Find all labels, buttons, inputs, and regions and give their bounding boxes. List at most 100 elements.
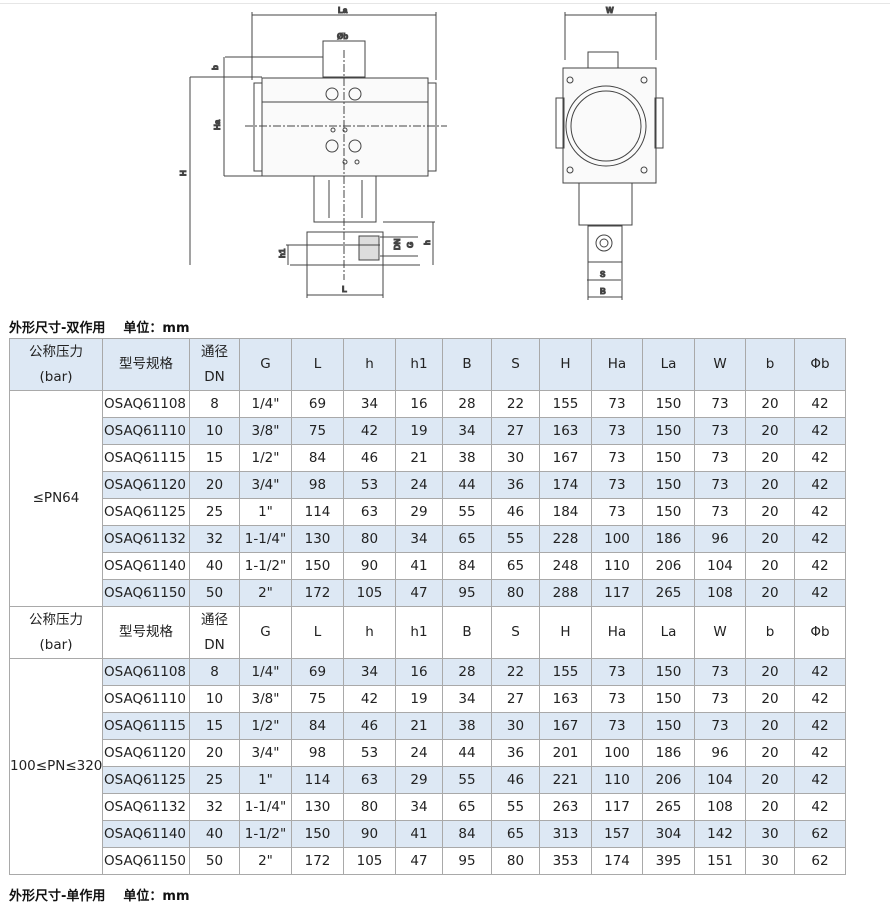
table-cell: 42 [794,793,846,821]
label-S: S [600,270,606,279]
table-cell: 90 [343,820,396,848]
table-cell: 73 [591,658,643,686]
header-pressure-unit: (bar) [39,368,73,385]
table-cell: 174 [539,471,592,499]
model-cell: OSAQ61132 [102,525,190,553]
model-cell: OSAQ61125 [102,498,190,526]
table-cell: 108 [694,793,746,821]
table-cell: 73 [694,712,746,740]
table-cell: 62 [794,847,846,875]
table-cell: 55 [442,498,492,526]
table-cell: 73 [591,390,643,418]
table-cell: 25 [189,766,240,794]
table-cell: 20 [745,552,795,580]
table-cell: 73 [591,444,643,472]
table-cell: 20 [745,739,795,767]
table-cell: 265 [642,579,695,607]
table-cell: 3/4" [239,739,292,767]
table-cell: 41 [395,552,443,580]
table-cell: 150 [642,685,695,713]
table-cell: 80 [343,793,396,821]
table-cell: 55 [442,766,492,794]
table-cell: 95 [442,579,492,607]
model-cell: OSAQ61125 [102,766,190,794]
table-cell: 167 [539,444,592,472]
table-cell: 19 [395,417,443,445]
table-cell: 73 [694,498,746,526]
table-cell: 42 [794,579,846,607]
label-B: B [600,287,606,296]
header-dn-label: 通径 [201,611,228,628]
header-h: h [343,606,396,659]
table-cell: 98 [291,471,344,499]
header-dn-label: 通径 [201,343,228,360]
table-cell: 69 [291,658,344,686]
table-cell: 1-1/4" [239,525,292,553]
table-cell: 42 [794,525,846,553]
table-cell: 73 [694,417,746,445]
model-cell: OSAQ61140 [102,552,190,580]
table-cell: 65 [491,820,540,848]
table-cell: 30 [745,820,795,848]
table-cell: 288 [539,579,592,607]
label-G: G [406,242,415,248]
table-cell: 75 [291,685,344,713]
table-cell: 55 [491,793,540,821]
table-cell: 2" [239,847,292,875]
valve-dimension-drawing: La Øb b Ha H h G DN h1 L W [179,6,664,300]
table-cell: 155 [539,390,592,418]
table-cell: 304 [642,820,695,848]
table-cell: 15 [189,712,240,740]
table-cell: 73 [591,712,643,740]
table-cell: 20 [745,579,795,607]
header-g: G [239,606,292,659]
table-cell: 150 [642,658,695,686]
table-cell: 84 [291,444,344,472]
table-cell: 117 [591,793,643,821]
table-cell: 27 [491,417,540,445]
table-cell: 248 [539,552,592,580]
table-cell: 28 [442,658,492,686]
table-cell: 69 [291,390,344,418]
header-b: b [745,606,795,659]
table-cell: 96 [694,739,746,767]
table-cell: 73 [591,685,643,713]
table-cell: 62 [794,820,846,848]
table-cell: 24 [395,739,443,767]
table-cell: 44 [442,739,492,767]
header-la: La [642,338,695,391]
label-phib: Øb [337,32,348,41]
table-cell: 41 [395,820,443,848]
table-cell: 20 [745,390,795,418]
header-dn-unit: DN [204,636,225,653]
header-b: b [745,338,795,391]
table-cell: 263 [539,793,592,821]
header-ha: Ha [591,338,643,391]
label-b: b [211,65,220,70]
table-cell: 20 [745,685,795,713]
header-φb: Φb [794,606,846,659]
table-cell: 167 [539,712,592,740]
table-cell: 25 [189,498,240,526]
table-cell: 44 [442,471,492,499]
table-cell: 42 [794,390,846,418]
table-cell: 20 [745,498,795,526]
table-cell: 221 [539,766,592,794]
header-l: L [291,606,344,659]
model-cell: OSAQ61115 [102,444,190,472]
table-cell: 206 [642,552,695,580]
pressure-class: ≤PN64 [9,390,103,607]
table-cell: 73 [694,390,746,418]
header-s: S [491,606,540,659]
table-cell: 42 [794,658,846,686]
table-cell: 1/4" [239,658,292,686]
header-pressure-label: 公称压力 [29,343,83,360]
table-cell: 42 [794,712,846,740]
table-cell: 10 [189,685,240,713]
unit-label: 单位：mm [123,889,190,904]
table-cell: 34 [395,793,443,821]
